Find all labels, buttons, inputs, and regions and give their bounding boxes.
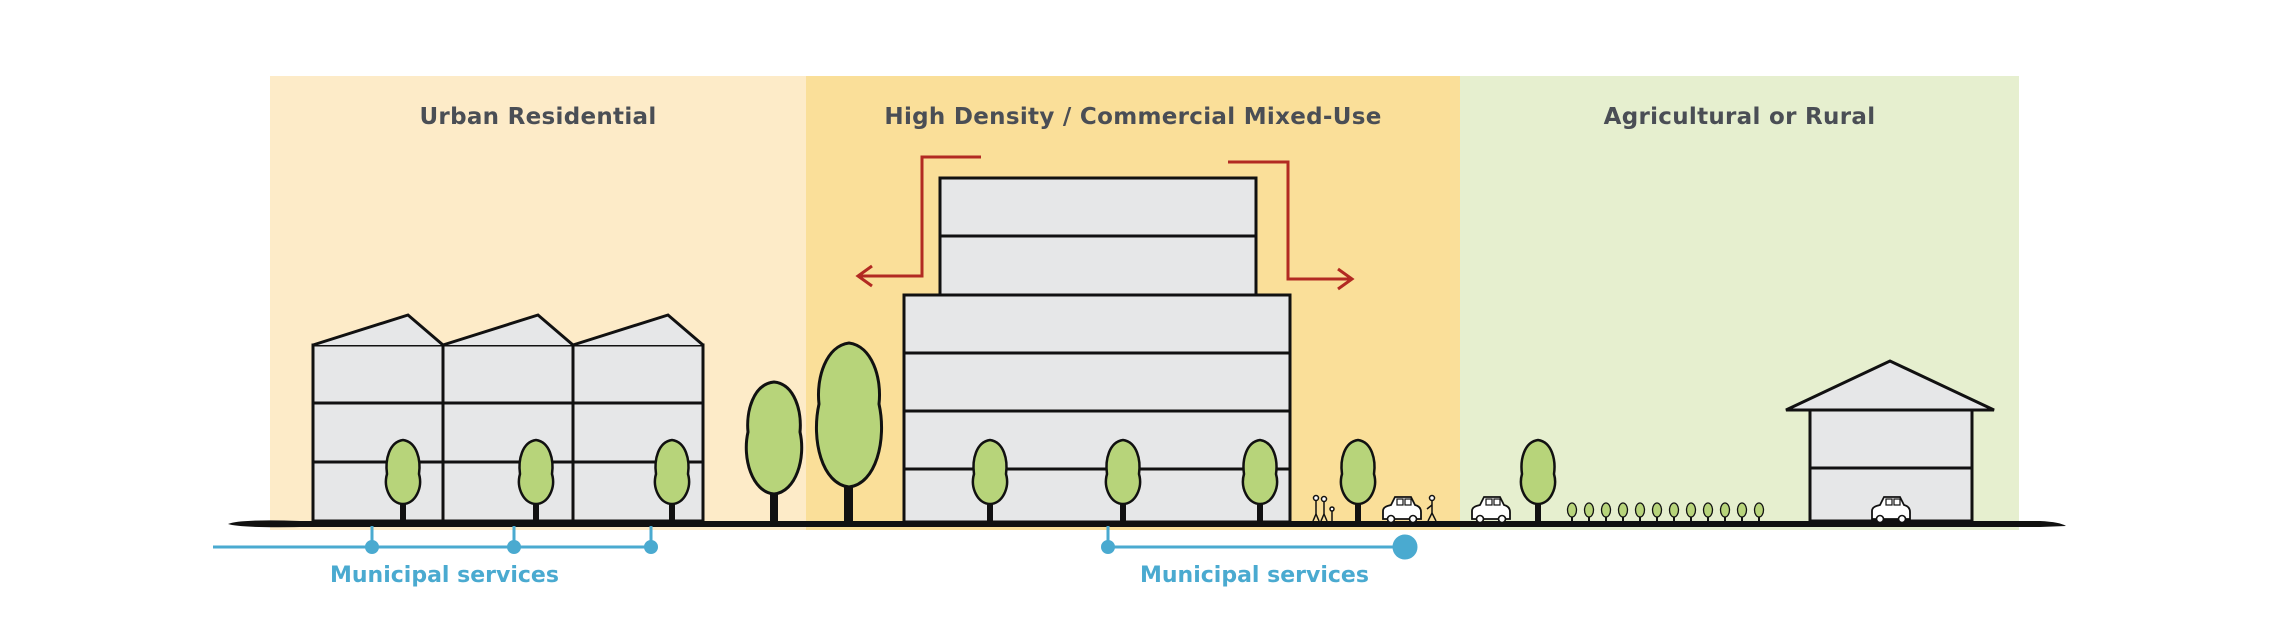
municipal-services-label-high-density: Municipal services (1140, 563, 1369, 588)
car-icon (1382, 496, 1422, 524)
tree-icon (1519, 438, 1557, 524)
tree-icon (1339, 438, 1377, 524)
municipal-services-label-urban: Municipal services (330, 563, 559, 588)
expansion-arrow-icon (855, 155, 1355, 291)
car-icon (1471, 496, 1511, 524)
zone-title-urban: Urban Residential (419, 104, 657, 130)
zone-title-rural: Agricultural or Rural (1603, 104, 1876, 130)
row-houses (311, 313, 705, 523)
mixed-use-building (902, 176, 1292, 524)
municipal-service-line-urban (213, 526, 658, 554)
tree-icon (744, 380, 804, 523)
pedestrian-icon (1312, 494, 1335, 522)
pedestrian-icon (1426, 494, 1437, 522)
tree-icon (815, 341, 883, 523)
zone-title-high-density: High Density / Commercial Mixed-Use (884, 104, 1382, 130)
municipal-service-line-high-density (1101, 526, 1418, 560)
crop-row (1566, 502, 1765, 525)
